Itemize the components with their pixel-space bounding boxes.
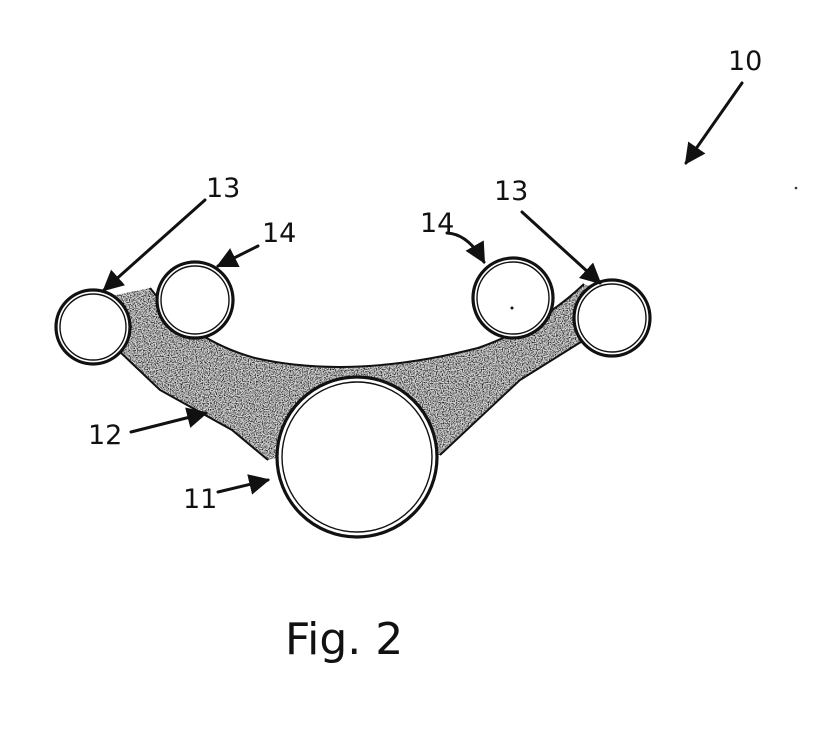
leader-14-right [445, 231, 486, 264]
leader-13-right [520, 210, 602, 285]
label-13-right: 13 [494, 176, 528, 207]
inner-tube-right-14 [471, 256, 555, 340]
leader-10 [684, 81, 744, 165]
main-tube-11 [275, 375, 439, 539]
label-13-left: 13 [206, 173, 240, 204]
leader-11 [216, 474, 271, 495]
label-14-left: 14 [262, 218, 296, 249]
figure-caption: Fig. 2 [285, 614, 403, 665]
outer-tube-left-13 [54, 288, 132, 366]
outer-tube-right-13 [572, 278, 652, 358]
leader-14-left [216, 244, 260, 268]
label-11: 11 [183, 484, 217, 515]
label-12: 12 [88, 420, 122, 451]
label-14-right: 14 [420, 208, 454, 239]
leader-13-left [102, 198, 207, 292]
inner-tube-left-14 [155, 260, 235, 340]
stray-dot [794, 186, 798, 190]
leader-12 [129, 407, 209, 434]
label-10: 10 [728, 46, 762, 77]
